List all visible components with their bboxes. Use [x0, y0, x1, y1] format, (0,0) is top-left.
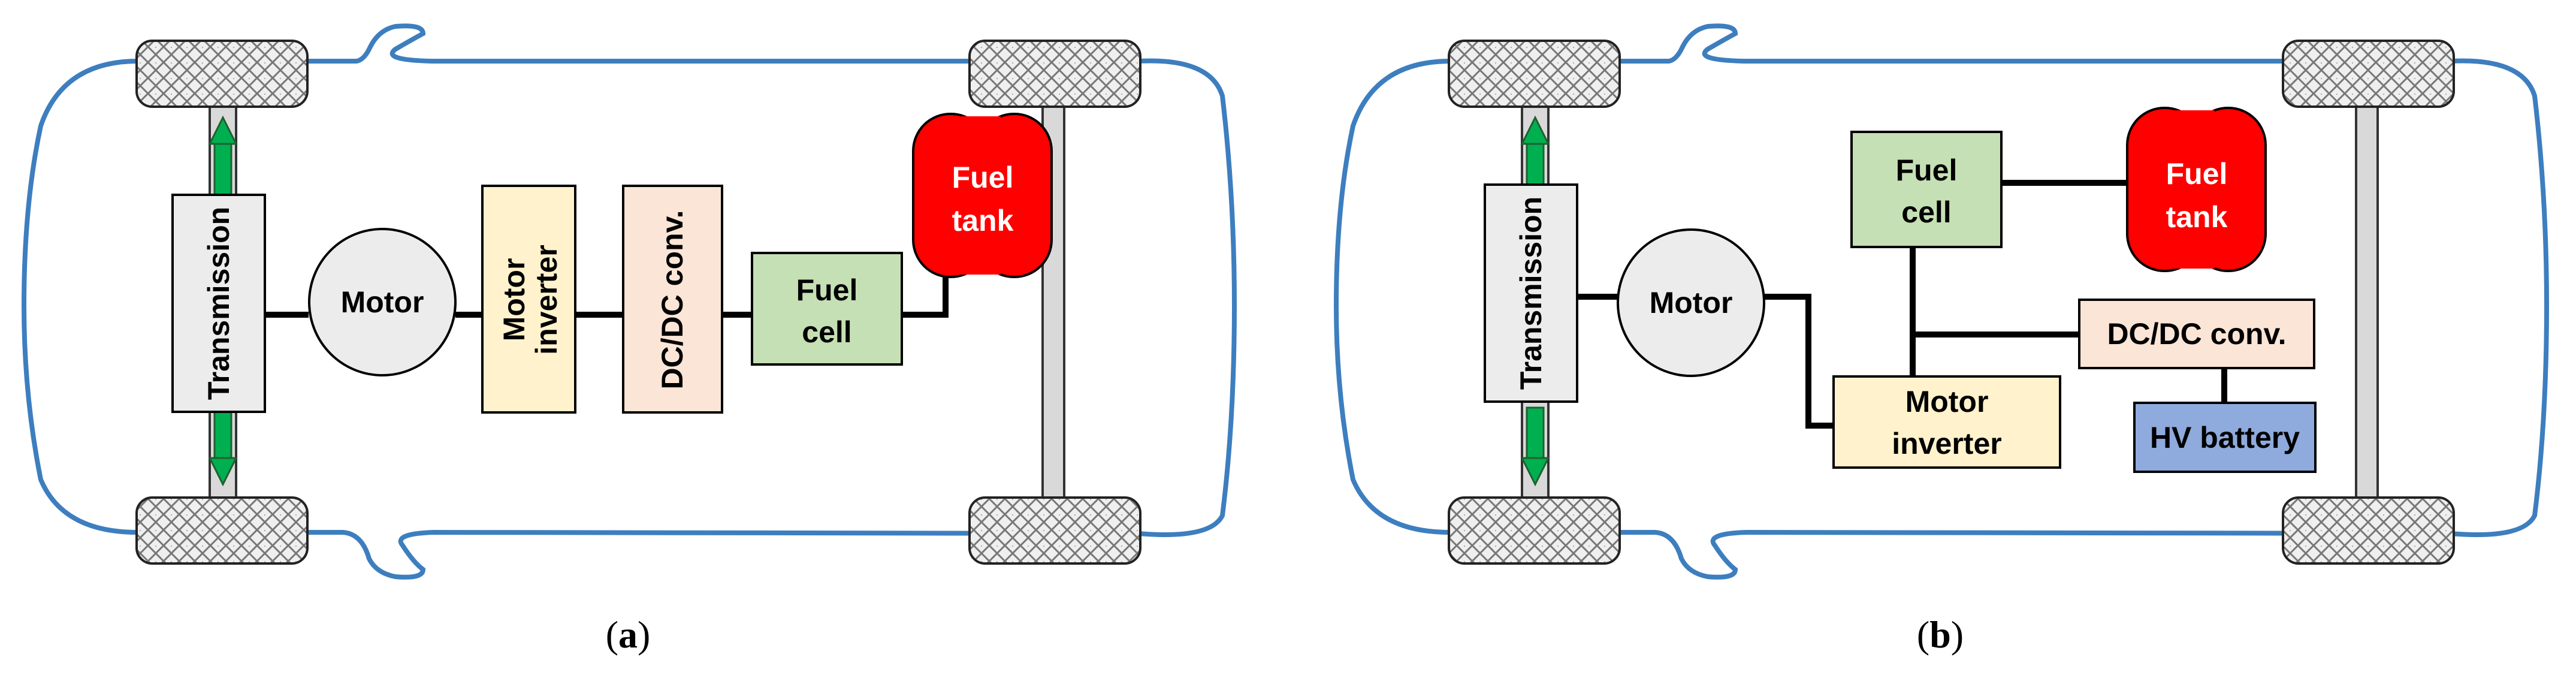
car-body-outline	[1333, 23, 2550, 580]
wheel	[2282, 40, 2455, 108]
transmission-box	[1484, 183, 1578, 403]
power-lines	[265, 277, 949, 318]
wheel	[135, 496, 309, 565]
wheel	[968, 40, 1141, 108]
fuel-cell-label-line2: cell	[802, 315, 851, 349]
wheel	[135, 40, 309, 108]
drive-arrow-down	[1520, 406, 1550, 487]
transmission-label: Transmission	[202, 207, 235, 400]
fuel-cell-label-line1: Fuel	[796, 273, 858, 307]
transmission-box	[171, 194, 266, 413]
wheel	[968, 496, 1141, 565]
motor-label: Motor	[1650, 286, 1733, 320]
motor-circle	[1617, 228, 1765, 377]
transmission-label: Transmission	[1514, 197, 1548, 390]
hv-battery-label: HV battery	[2150, 421, 2300, 454]
motor-inverter-label-line1: Motor	[1905, 385, 1989, 418]
panel-b: Transmission Motor Fuel cell Fuel tank D…	[1333, 23, 2550, 656]
hv-battery-box	[2133, 402, 2317, 473]
wheel	[1448, 40, 1621, 108]
power-lines	[1577, 180, 2227, 429]
wheel	[1448, 496, 1621, 565]
dcdc-converter-label: DC/DC conv.	[2107, 317, 2286, 351]
motor-inverter-label-line2: inverter	[1892, 427, 2001, 460]
motor-label: Motor	[341, 285, 424, 319]
fuel-cell-box	[751, 252, 903, 366]
fuel-tank-label-line2: tank	[952, 204, 1014, 237]
fuel-tank	[912, 113, 1053, 278]
fuel-tank-label-line1: Fuel	[2166, 157, 2228, 191]
car-body-outline	[21, 23, 1237, 580]
dcdc-converter-box	[622, 185, 723, 414]
motor-inverter-box	[1832, 375, 2061, 469]
dcdc-converter-label: DC/DC conv.	[656, 210, 689, 389]
dcdc-converter-box	[2078, 299, 2315, 369]
rear-axle	[2355, 95, 2379, 511]
motor-circle	[308, 228, 457, 376]
wheel	[2282, 496, 2455, 565]
motor-inverter-box	[481, 185, 576, 414]
panel-b-caption: (b)	[1917, 613, 1964, 656]
fuel-cell-label-line2: cell	[1901, 195, 1951, 229]
motor-inverter-label-line1: Motor	[497, 258, 531, 342]
fuel-cell-label-line1: Fuel	[1896, 153, 1958, 187]
panel-a: Transmission Motor Motor inverter DC/DC …	[21, 23, 1237, 656]
fuel-cell-box	[1850, 131, 2003, 248]
motor-inverter-label-line2: inverter	[530, 245, 563, 354]
fuel-tank-label-line2: tank	[2166, 200, 2228, 234]
fuel-tank	[2126, 107, 2267, 272]
panel-a-caption: (a)	[606, 613, 651, 656]
drive-arrow-down	[208, 406, 238, 487]
fuel-tank-label-line1: Fuel	[952, 161, 1014, 194]
